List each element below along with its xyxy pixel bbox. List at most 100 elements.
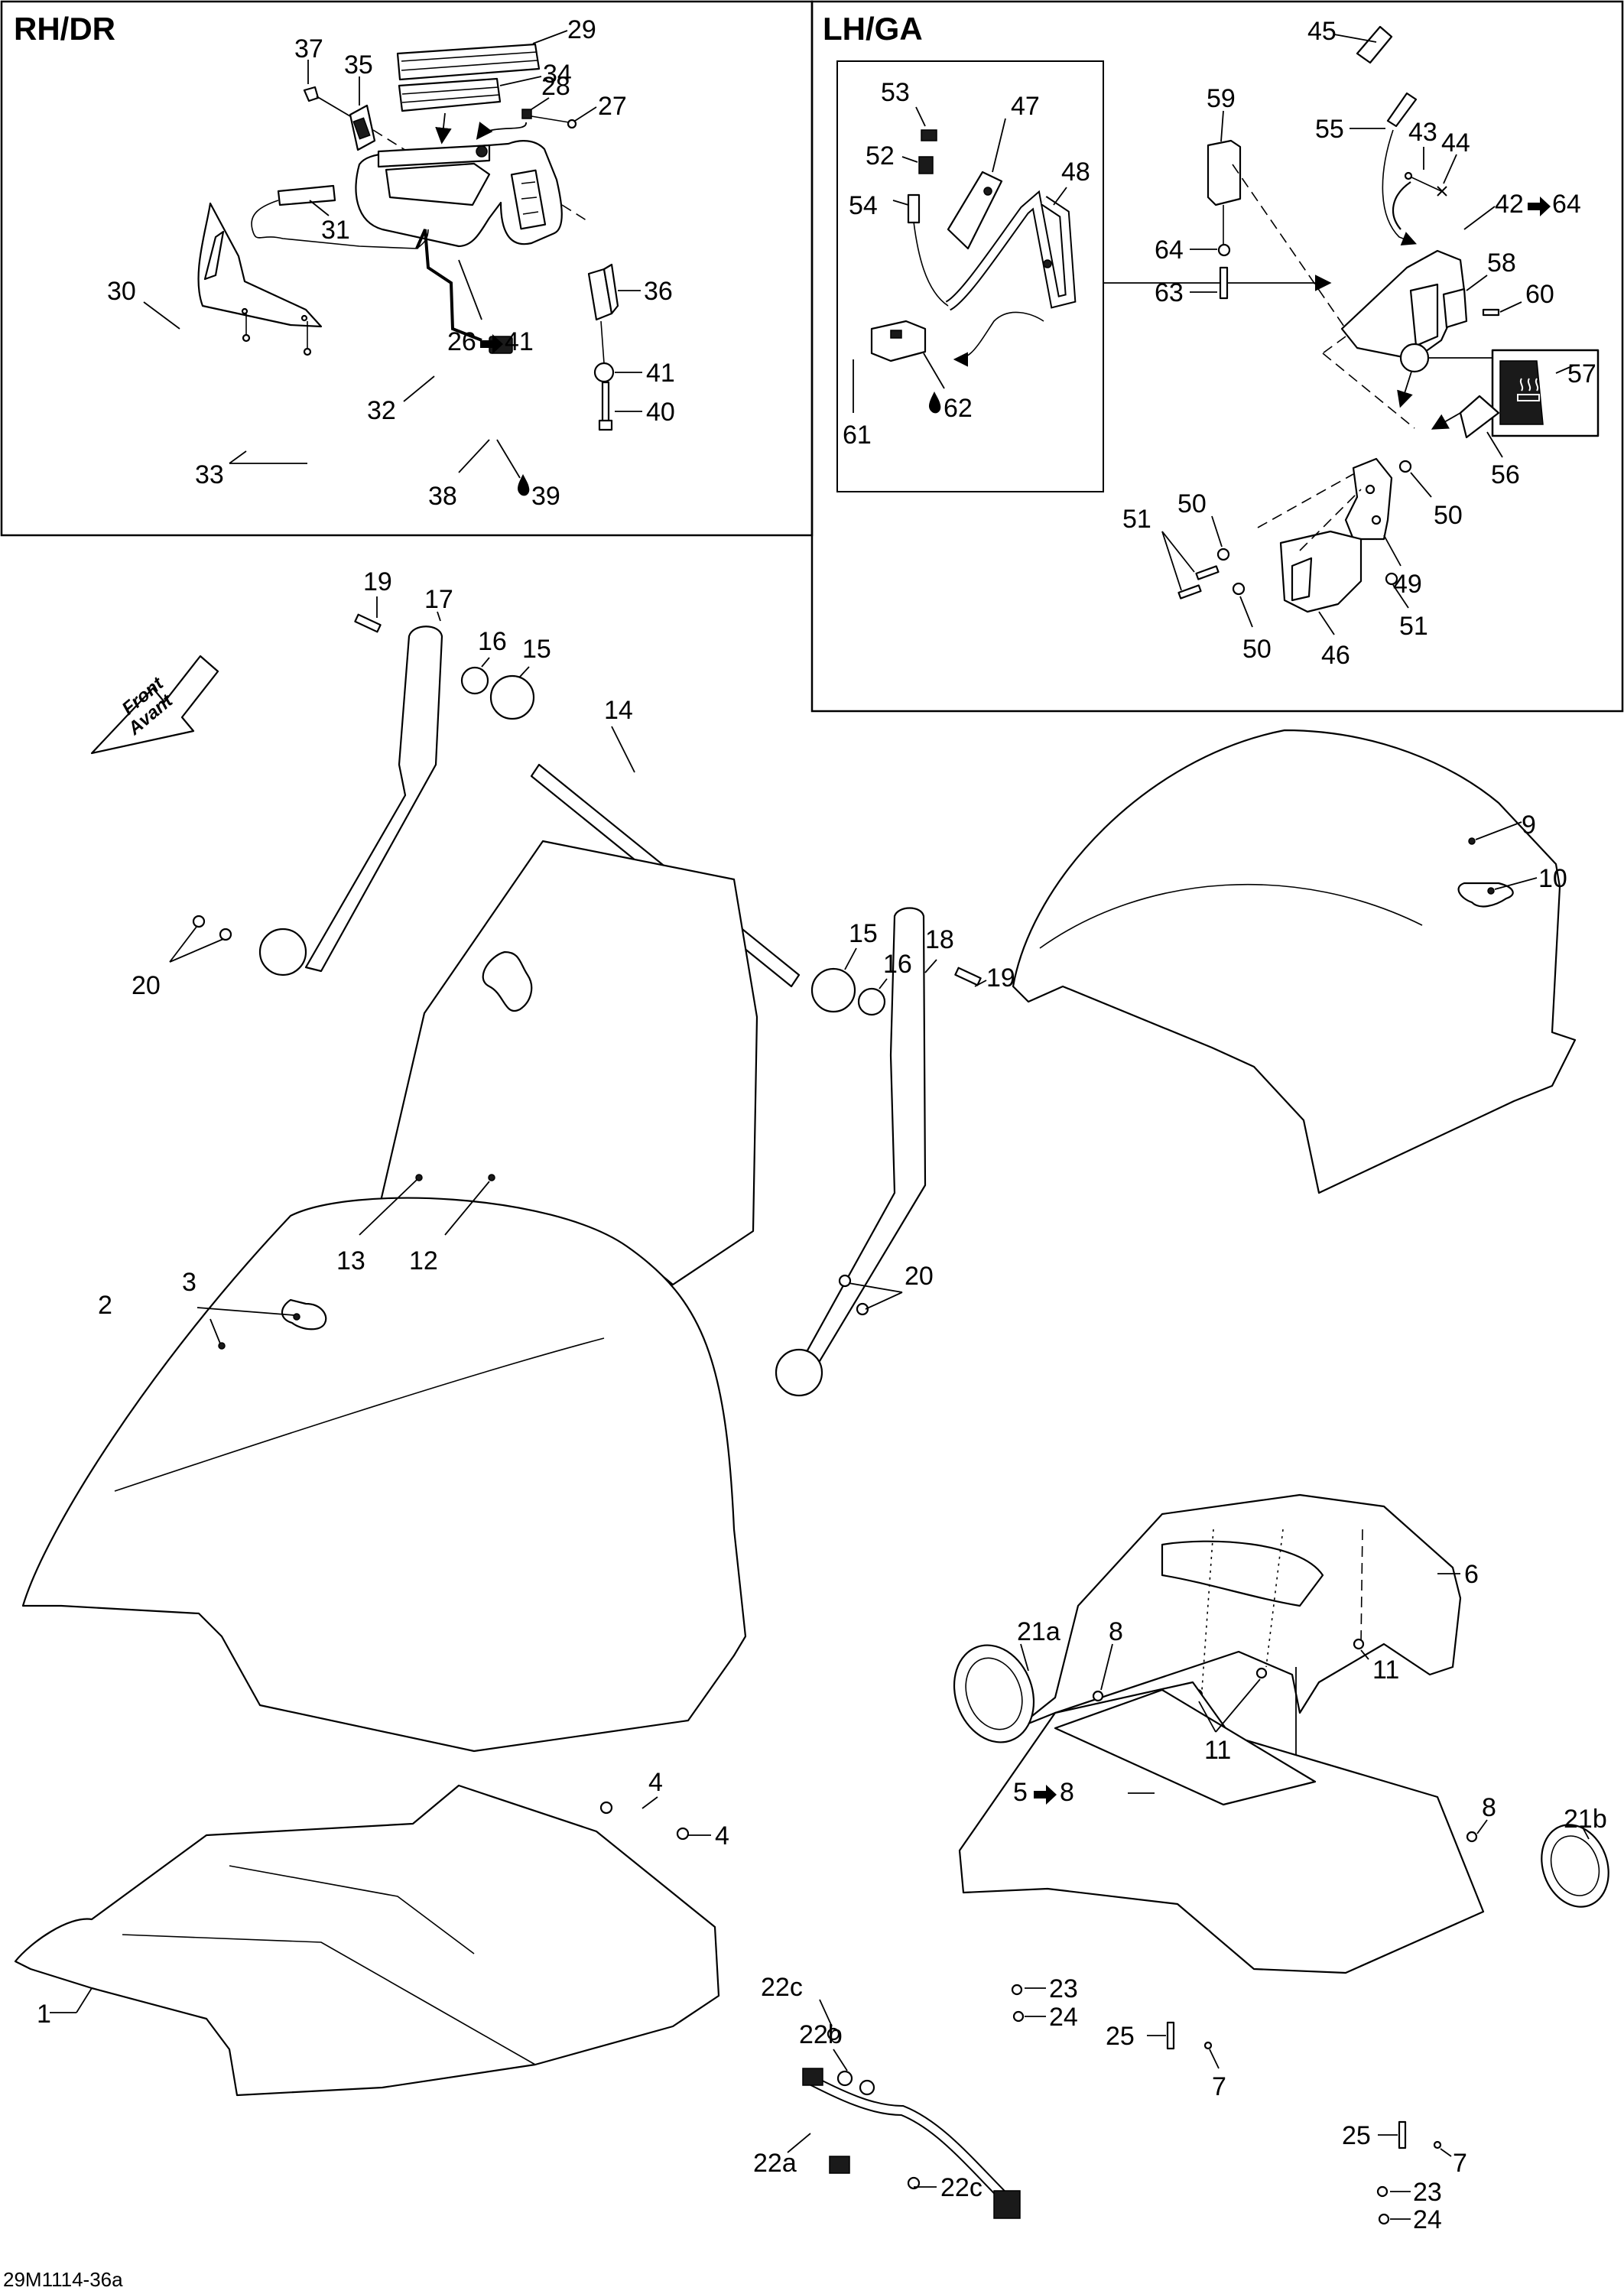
part-20-screw-a[interactable]: [192, 915, 206, 928]
part-24-bolt-b[interactable]: [1378, 2213, 1390, 2225]
callout-15-a: 15: [522, 635, 551, 664]
part-15-washer-a[interactable]: [489, 674, 535, 720]
part-20-screw-c[interactable]: [838, 1274, 852, 1288]
part-58-cover[interactable]: [1442, 288, 1468, 329]
callouts-rh: 29 34 37 35 28 27 30 31 32 33 38 39: [107, 15, 675, 511]
part-45-grip[interactable]: [1356, 25, 1393, 64]
part-46-cover[interactable]: [1279, 530, 1363, 613]
part-20-screw-d[interactable]: [856, 1302, 869, 1316]
part-36-hinge[interactable]: [587, 263, 619, 321]
part-19-screw-b[interactable]: [954, 967, 982, 986]
part-19-screw-a[interactable]: [354, 613, 382, 633]
callout-47: 47: [1011, 92, 1040, 121]
decal-detail-circle: [1399, 343, 1430, 373]
part-27-nut[interactable]: [567, 119, 577, 129]
part-20-screw-b[interactable]: [219, 928, 232, 941]
part-17-backrest-arm[interactable]: [258, 625, 443, 976]
part-59-hinge[interactable]: [1207, 139, 1242, 206]
part-23-washer-a[interactable]: [1011, 1984, 1023, 1996]
part-9-rear-seat[interactable]: [1012, 729, 1577, 1194]
part-25-bolt-a[interactable]: [1166, 2021, 1175, 2050]
callout-50-c: 50: [1242, 635, 1272, 664]
part-42-handle-body[interactable]: [1340, 249, 1466, 361]
callout-7-a: 7: [1212, 2072, 1226, 2101]
callout-55: 55: [1315, 115, 1344, 144]
part-60-screw[interactable]: [1482, 308, 1500, 317]
part-11-screw-b[interactable]: [1255, 1667, 1268, 1679]
part-64-washer[interactable]: [1217, 243, 1231, 257]
callout-19-a: 19: [363, 567, 392, 596]
part-53-cap[interactable]: [921, 129, 937, 141]
part-15-washer-b[interactable]: [810, 967, 856, 1013]
part-51-nut[interactable]: [1385, 572, 1398, 586]
part-29-grip[interactable]: [396, 43, 541, 81]
front-direction-arrow: Front Avant: [90, 655, 219, 755]
part-55-grip[interactable]: [1386, 92, 1418, 128]
part-34-grip[interactable]: [398, 77, 502, 112]
part-28-nut[interactable]: [521, 109, 532, 119]
part-35-switch[interactable]: [349, 104, 376, 151]
part-32-wire-harness[interactable]: [415, 229, 482, 342]
part-43-screw[interactable]: [1404, 171, 1413, 180]
part-54-connector[interactable]: [907, 193, 921, 224]
part-2-seat[interactable]: [21, 1197, 747, 1753]
part-57-decal[interactable]: [1491, 349, 1600, 437]
part-47-heater-element[interactable]: [947, 171, 1003, 250]
part-61-control-module[interactable]: [870, 320, 927, 362]
callout-3: 3: [182, 1268, 197, 1297]
part-13-backrest[interactable]: [373, 840, 758, 1286]
part-4-fastener-b[interactable]: [676, 1827, 690, 1841]
part-16-spacer-a[interactable]: [460, 666, 489, 695]
part-49-bracket[interactable]: [1344, 457, 1393, 541]
part-7-rivet-b[interactable]: [1433, 2140, 1442, 2149]
part-18-backrest-arm[interactable]: [775, 907, 927, 1397]
part-22b-tie-b[interactable]: [859, 2079, 875, 2096]
callout-44: 44: [1441, 128, 1470, 158]
part-8-screw-b[interactable]: [1466, 1831, 1478, 1843]
part-7-rivet-a[interactable]: [1203, 2041, 1213, 2050]
part-24-bolt-a[interactable]: [1012, 2010, 1025, 2023]
part-50-screw-a[interactable]: [1216, 548, 1230, 561]
callout-22b: 22b: [799, 2020, 843, 2049]
callout-24-a: 24: [1049, 2003, 1078, 2032]
part-52-switch[interactable]: [918, 156, 934, 174]
part-51-screw-a[interactable]: [1195, 565, 1220, 580]
part-21a-reflector[interactable]: [941, 1634, 1047, 1753]
panel-lh-ga: LH/GA 53 52 54 47: [810, 0, 1624, 713]
part-63-bolt[interactable]: [1219, 266, 1229, 300]
part-22c-clip-a[interactable]: [827, 2027, 840, 2041]
panel-title-lh: LH/GA: [823, 11, 923, 47]
part-30-bracket[interactable]: [197, 202, 323, 328]
part-5-seat-frame[interactable]: [958, 1681, 1485, 1974]
part-41-washer[interactable]: [593, 362, 615, 383]
callout-24-b: 24: [1413, 2205, 1442, 2234]
part-23-washer-b[interactable]: [1376, 2185, 1389, 2198]
part-51-screw-b[interactable]: [1177, 584, 1202, 599]
part-11-screw-c[interactable]: [1353, 1638, 1365, 1650]
part-22b-tie-a[interactable]: [836, 2070, 853, 2087]
part-56-decal[interactable]: [1459, 395, 1500, 439]
part-50-screw-b[interactable]: [1398, 460, 1412, 473]
callout-25-a: 25: [1106, 2022, 1135, 2051]
callout-4-a: 4: [648, 1768, 663, 1797]
part-33-screws[interactable]: [242, 314, 312, 356]
part-22a-harness[interactable]: [802, 2068, 1021, 2219]
part-4-fastener-a[interactable]: [599, 1801, 613, 1815]
part-26-handle-body[interactable]: [355, 140, 563, 248]
callout-17: 17: [424, 585, 453, 614]
part-6-seat-base[interactable]: [1015, 1493, 1462, 1730]
part-8-screw-a[interactable]: [1092, 1690, 1104, 1702]
part-50-screw-c[interactable]: [1232, 582, 1246, 596]
part-21b-reflector[interactable]: [1531, 1815, 1620, 1916]
part-22c-clip-b[interactable]: [907, 2176, 921, 2190]
part-44-clip[interactable]: [1437, 186, 1447, 197]
callout-36: 36: [644, 277, 673, 306]
part-1-seat-base[interactable]: [14, 1784, 720, 2097]
figure-id: 29M1114-36a: [3, 2268, 123, 2291]
part-40-bolt[interactable]: [598, 381, 613, 431]
part-16-spacer-b[interactable]: [857, 987, 886, 1016]
part-48-heater-wire[interactable]: [913, 190, 1077, 367]
part-25-bolt-b[interactable]: [1398, 2120, 1407, 2149]
part-37-screw[interactable]: [303, 86, 351, 117]
part-31-heater-element[interactable]: [251, 184, 429, 249]
